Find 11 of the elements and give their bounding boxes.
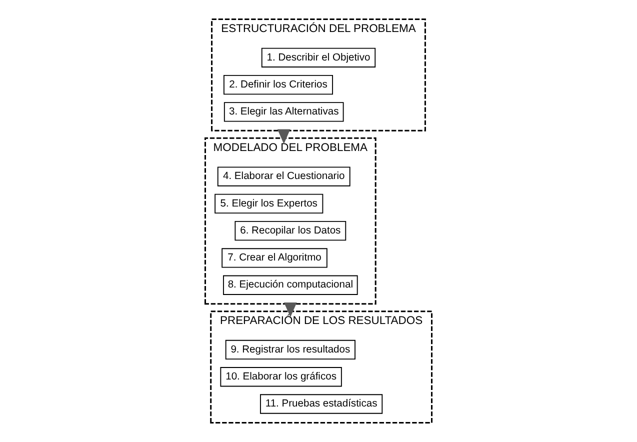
node-box: 8. Ejecución computacional bbox=[223, 275, 358, 295]
node-box: 4. Elaborar el Cuestionario bbox=[217, 166, 350, 186]
node-box: 2. Definir los Criterios bbox=[223, 74, 333, 95]
node-box: 9. Registrar los resultados bbox=[225, 340, 356, 360]
node-box: 7. Crear el Algoritmo bbox=[222, 248, 328, 268]
node-box: 5. Elegir los Expertos bbox=[214, 194, 324, 214]
node-box: 6. Recopilar los Datos bbox=[234, 221, 346, 241]
node-box: 11. Pruebas estadísticas bbox=[260, 394, 383, 414]
node-box: 1. Describir el Objetivo bbox=[261, 48, 376, 68]
node-box: 3. Elegir las Alternativas bbox=[224, 102, 344, 122]
node-box: 10. Elaborar los gráficos bbox=[220, 367, 342, 387]
